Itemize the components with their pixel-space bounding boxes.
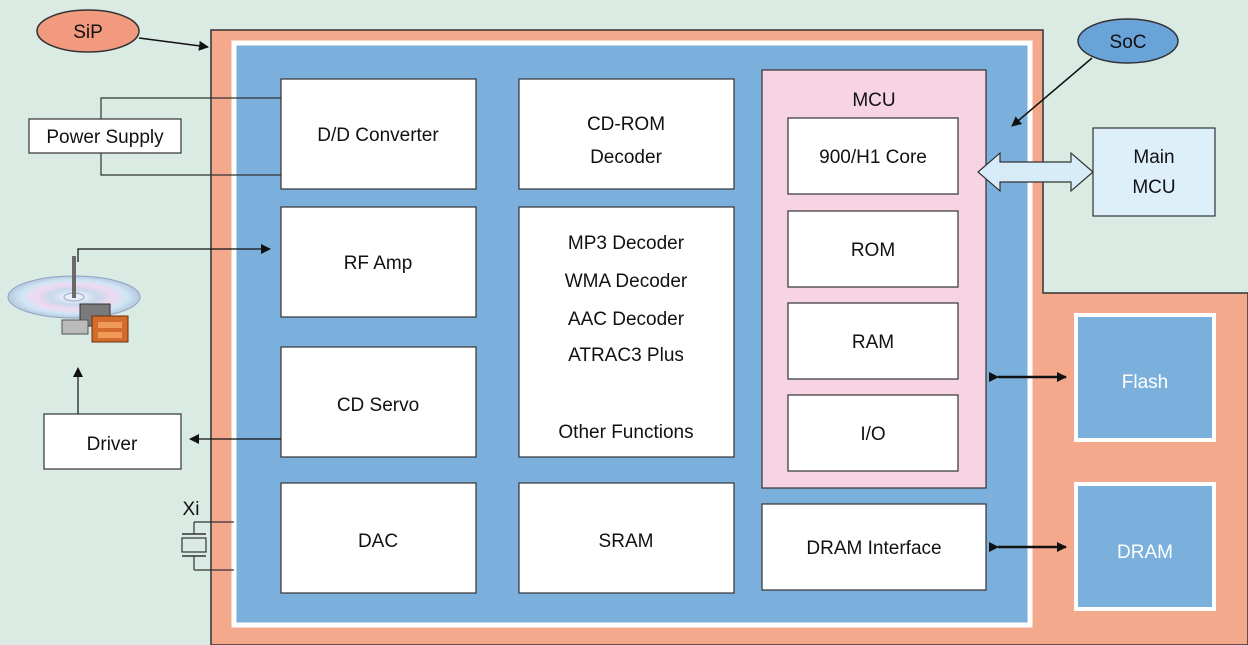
soc-label: SoC: [1110, 32, 1147, 53]
dram-interface-box: [761, 503, 987, 591]
main-mcu-box: [1092, 127, 1216, 217]
cdrom-label-line2: Decoder: [590, 147, 662, 168]
soc-label-bubble: SoC: [1077, 18, 1179, 64]
cdrom-label-line1: CD-ROM: [587, 114, 665, 135]
dac-label: DAC: [358, 531, 398, 552]
cd-disc-with-pickup-icon: [7, 256, 141, 343]
rom-label: ROM: [851, 240, 895, 261]
xi-label: Xi: [183, 499, 200, 520]
main-mcu-label-line1: Main: [1133, 147, 1174, 168]
ram-box: [787, 302, 959, 380]
sip-label: SiP: [73, 22, 103, 43]
sram-label: SRAM: [599, 531, 654, 552]
core-label: 900/H1 Core: [819, 147, 927, 168]
power-wire-top: [100, 97, 281, 119]
power-supply-label: Power Supply: [46, 127, 164, 148]
rf-amp-signal-arrow: [77, 244, 271, 262]
rom-box: [787, 210, 959, 288]
cd-servo-label: CD Servo: [337, 395, 419, 416]
dac-box: [280, 482, 477, 594]
driver-box: [43, 413, 182, 470]
bus-double-arrow: [977, 151, 1094, 193]
cdrom-decoder-box: [518, 78, 735, 190]
main-mcu-label-line2: MCU: [1132, 177, 1175, 198]
crystal-oscillator-icon: [181, 521, 234, 571]
decoder-item: ATRAC3 Plus: [568, 345, 684, 366]
cd-servo-box: [280, 346, 477, 458]
audio-decoders-box: [518, 206, 735, 458]
dram-interface-label: DRAM Interface: [806, 538, 941, 559]
rf-amp-label: RF Amp: [344, 253, 413, 274]
decoder-item: AAC Decoder: [568, 309, 685, 330]
dd-converter-label: D/D Converter: [317, 125, 439, 146]
io-label: I/O: [860, 424, 885, 445]
decoder-item: MP3 Decoder: [568, 233, 685, 254]
core-box: [787, 117, 959, 195]
sip-label-bubble: SiP: [36, 9, 140, 53]
dram-label: DRAM: [1117, 542, 1173, 563]
flash-label: Flash: [1122, 372, 1168, 393]
ram-label: RAM: [852, 332, 894, 353]
soc-pointer-arrow: [1011, 57, 1093, 127]
dd-converter-box: [280, 78, 477, 190]
sram-box: [518, 482, 735, 594]
power-wire-bottom: [100, 153, 281, 176]
rf-amp-box: [280, 206, 477, 318]
power-supply-box: [28, 118, 182, 154]
io-box: [787, 394, 959, 472]
driver-label: Driver: [87, 434, 138, 455]
flash-box: [1074, 313, 1216, 442]
decoder-item: WMA Decoder: [565, 271, 688, 292]
other-functions-label: Other Functions: [558, 422, 693, 443]
mcu-label: MCU: [852, 90, 895, 111]
dram-box: [1074, 482, 1216, 611]
sip-pointer-arrow: [138, 37, 209, 51]
